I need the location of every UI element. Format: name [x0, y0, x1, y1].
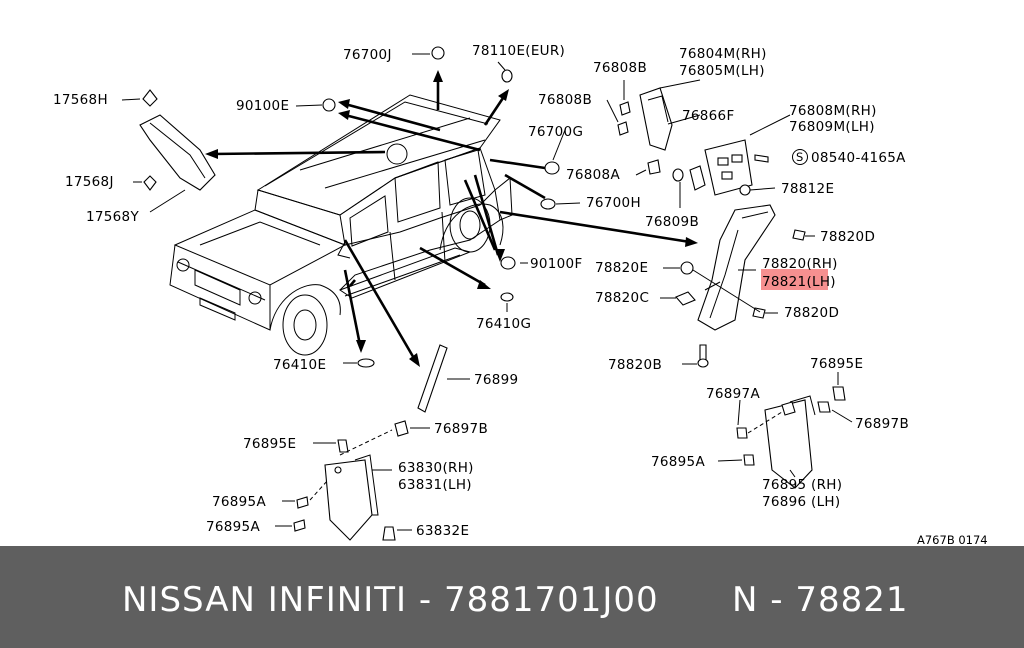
label-78812E: 78812E [781, 181, 834, 197]
label-76700H: 76700H [586, 195, 641, 211]
label-78110E: 78110E(EUR) [472, 43, 565, 59]
vehicle-outline [169, 94, 513, 356]
footer-bar: NISSAN INFINITI - 7881701J00 N - 78821 [0, 546, 1024, 648]
label-78820-rh: 78820(RH) [762, 256, 838, 272]
label-76895A-left-upper: 76895A [212, 494, 266, 510]
label-76700J: 76700J [343, 47, 392, 63]
label-76804M: 76804M(RH) [679, 46, 767, 62]
label-76895-rh: 76895 (RH) [762, 477, 842, 493]
label-76808B-top: 76808B [593, 60, 647, 76]
label-76897B-right: 76897B [855, 416, 909, 432]
label-63830: 63830(RH) [398, 460, 474, 476]
label-90100E: 90100E [236, 98, 289, 114]
label-78821-lh: 78821(LH) [762, 274, 836, 290]
leader-arrows [205, 70, 698, 367]
label-76809B: 76809B [645, 214, 699, 230]
label-76895A-left-lower: 76895A [206, 519, 260, 535]
footer-oem-code: N - 78821 [732, 580, 909, 620]
label-63831: 63831(LH) [398, 477, 472, 493]
diagram-reference-code: A767B 0174 [917, 533, 988, 546]
highlight-78821 [761, 269, 828, 290]
label-76700G: 76700G [528, 124, 583, 140]
label-90100F: 90100F [530, 256, 583, 272]
label-76895E-left: 76895E [243, 436, 296, 452]
footer-part-number: NISSAN INFINITI - 7881701J00 [122, 580, 659, 620]
label-76866F: 76866F [682, 108, 735, 124]
label-78820D-upper: 78820D [820, 229, 875, 245]
label-78820C: 78820C [595, 290, 649, 306]
label-08540: 08540-4165A [811, 150, 906, 166]
label-78820D-lower: 78820D [784, 305, 839, 321]
label-17568Y: 17568Y [86, 209, 139, 225]
label-78820B: 78820B [608, 357, 662, 373]
label-78820E: 78820E [595, 260, 648, 276]
fasteners [139, 46, 846, 541]
label-76808B-mid: 76808B [538, 92, 592, 108]
label-76808A: 76808A [566, 167, 620, 183]
label-08540-symbol: S [796, 150, 803, 164]
exploded-parts-drawing: 76700J 78110E(EUR) 17568H 90100E 17568J … [53, 43, 988, 546]
label-76899: 76899 [474, 372, 518, 388]
label-17568H: 17568H [53, 92, 108, 108]
label-76805M: 76805M(LH) [679, 63, 765, 79]
label-76895A-right: 76895A [651, 454, 705, 470]
part-labels: 76700J 78110E(EUR) 17568H 90100E 17568J … [53, 43, 988, 546]
label-63832E: 63832E [416, 523, 469, 539]
label-76809M: 76809M(LH) [789, 119, 875, 135]
label-76808M: 76808M(RH) [789, 103, 877, 119]
callout-lines [121, 53, 853, 531]
label-76410G: 76410G [476, 316, 531, 332]
label-17568J: 17568J [65, 174, 114, 190]
parts-diagram: 76700J 78110E(EUR) 17568H 90100E 17568J … [53, 43, 988, 546]
label-76410E: 76410E [273, 357, 326, 373]
label-76895E-right: 76895E [810, 356, 863, 372]
screw-symbol-circle [792, 149, 808, 165]
label-76897B-left: 76897B [434, 421, 488, 437]
label-76896-lh: 76896 (LH) [762, 494, 840, 510]
label-76897A: 76897A [706, 386, 760, 402]
